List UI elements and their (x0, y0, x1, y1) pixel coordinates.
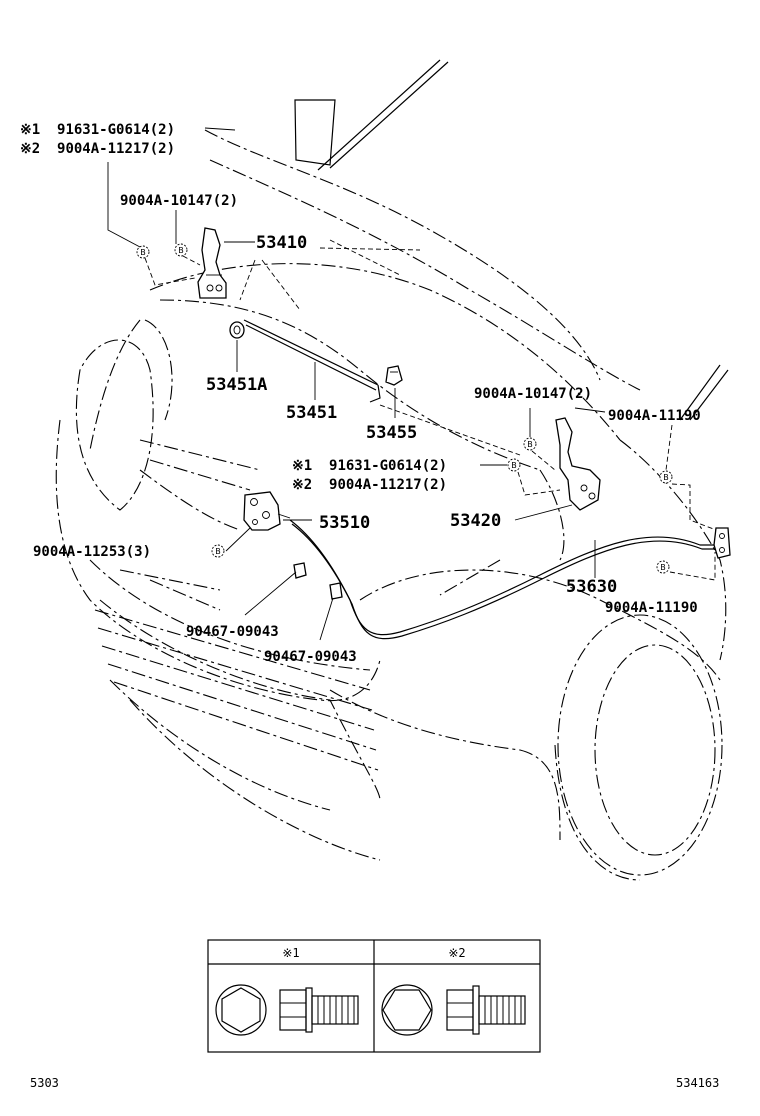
svg-text:B: B (663, 473, 669, 482)
bolt-legend-table: ※1 ※2 (207, 939, 541, 1053)
svg-text:B: B (527, 440, 533, 449)
footer-right-code: 534163 (676, 1076, 719, 1090)
cable-clip-1 (293, 562, 307, 579)
label-rod-holder: 53455 (366, 423, 417, 443)
label-lock-bolt: 9004A-11253(3) (33, 544, 151, 560)
label-clamp-bolt-upper: 9004A-11190 (608, 408, 701, 424)
label-hinge-bolt-1-right: ※1 91631-G0614(2) (292, 458, 447, 474)
hood-release-cable (289, 519, 731, 640)
label-hinge-bolt-2: ※2 9004A-11217(2) (20, 141, 175, 157)
b-marker: B (211, 544, 225, 558)
b-marker: B (174, 243, 188, 257)
hood-support-grommet (229, 321, 245, 339)
svg-text:B: B (660, 563, 666, 572)
b-marker: B (523, 437, 537, 451)
label-hood-lock: 53510 (319, 513, 370, 533)
legend-col-2: ※2 (448, 946, 465, 960)
part-labels: ※1 91631-G0614(2) ※2 9004A-11217(2) 9004… (20, 122, 701, 665)
label-clip-2: 90467-09043 (264, 649, 357, 665)
footer-left-code: 5303 (30, 1076, 59, 1090)
leader-lines (107, 127, 717, 641)
hood-rod-holder (385, 365, 403, 386)
car-body-outline (55, 59, 729, 881)
legend-col-1: ※1 (282, 946, 299, 960)
svg-text:B: B (215, 547, 221, 556)
label-support-grommet: 53451A (206, 375, 267, 395)
label-hinge-bolt-2-right: ※2 9004A-11217(2) (292, 477, 447, 493)
b-marker: B (507, 458, 521, 472)
b-marker: B (659, 470, 673, 484)
label-right-bolt: 9004A-10147(2) (474, 386, 592, 402)
label-clip-1: 90467-09043 (186, 624, 279, 640)
hood-hinge-right (555, 417, 601, 511)
bolt-1-drawing (215, 984, 359, 1036)
hood-support-rod (243, 319, 381, 403)
hood-hinge-left (197, 227, 227, 299)
label-release-cable: 53630 (566, 577, 617, 597)
svg-text:B: B (140, 248, 146, 257)
label-hinge-right: 53420 (450, 511, 501, 531)
svg-text:B: B (511, 461, 517, 470)
hood-lock-assembly (243, 491, 291, 531)
label-clamp-bolt-lower: 9004A-11190 (605, 600, 698, 616)
b-marker: B (136, 245, 150, 259)
label-left-bolt: 9004A-10147(2) (120, 193, 238, 209)
bolt-2-drawing (381, 984, 526, 1036)
label-hinge-left: 53410 (256, 233, 307, 253)
svg-text:B: B (178, 246, 184, 255)
cable-clip-2 (329, 582, 343, 600)
b-marker: B (656, 560, 670, 574)
label-hinge-bolt-1: ※1 91631-G0614(2) (20, 122, 175, 138)
label-support-rod: 53451 (286, 403, 337, 423)
